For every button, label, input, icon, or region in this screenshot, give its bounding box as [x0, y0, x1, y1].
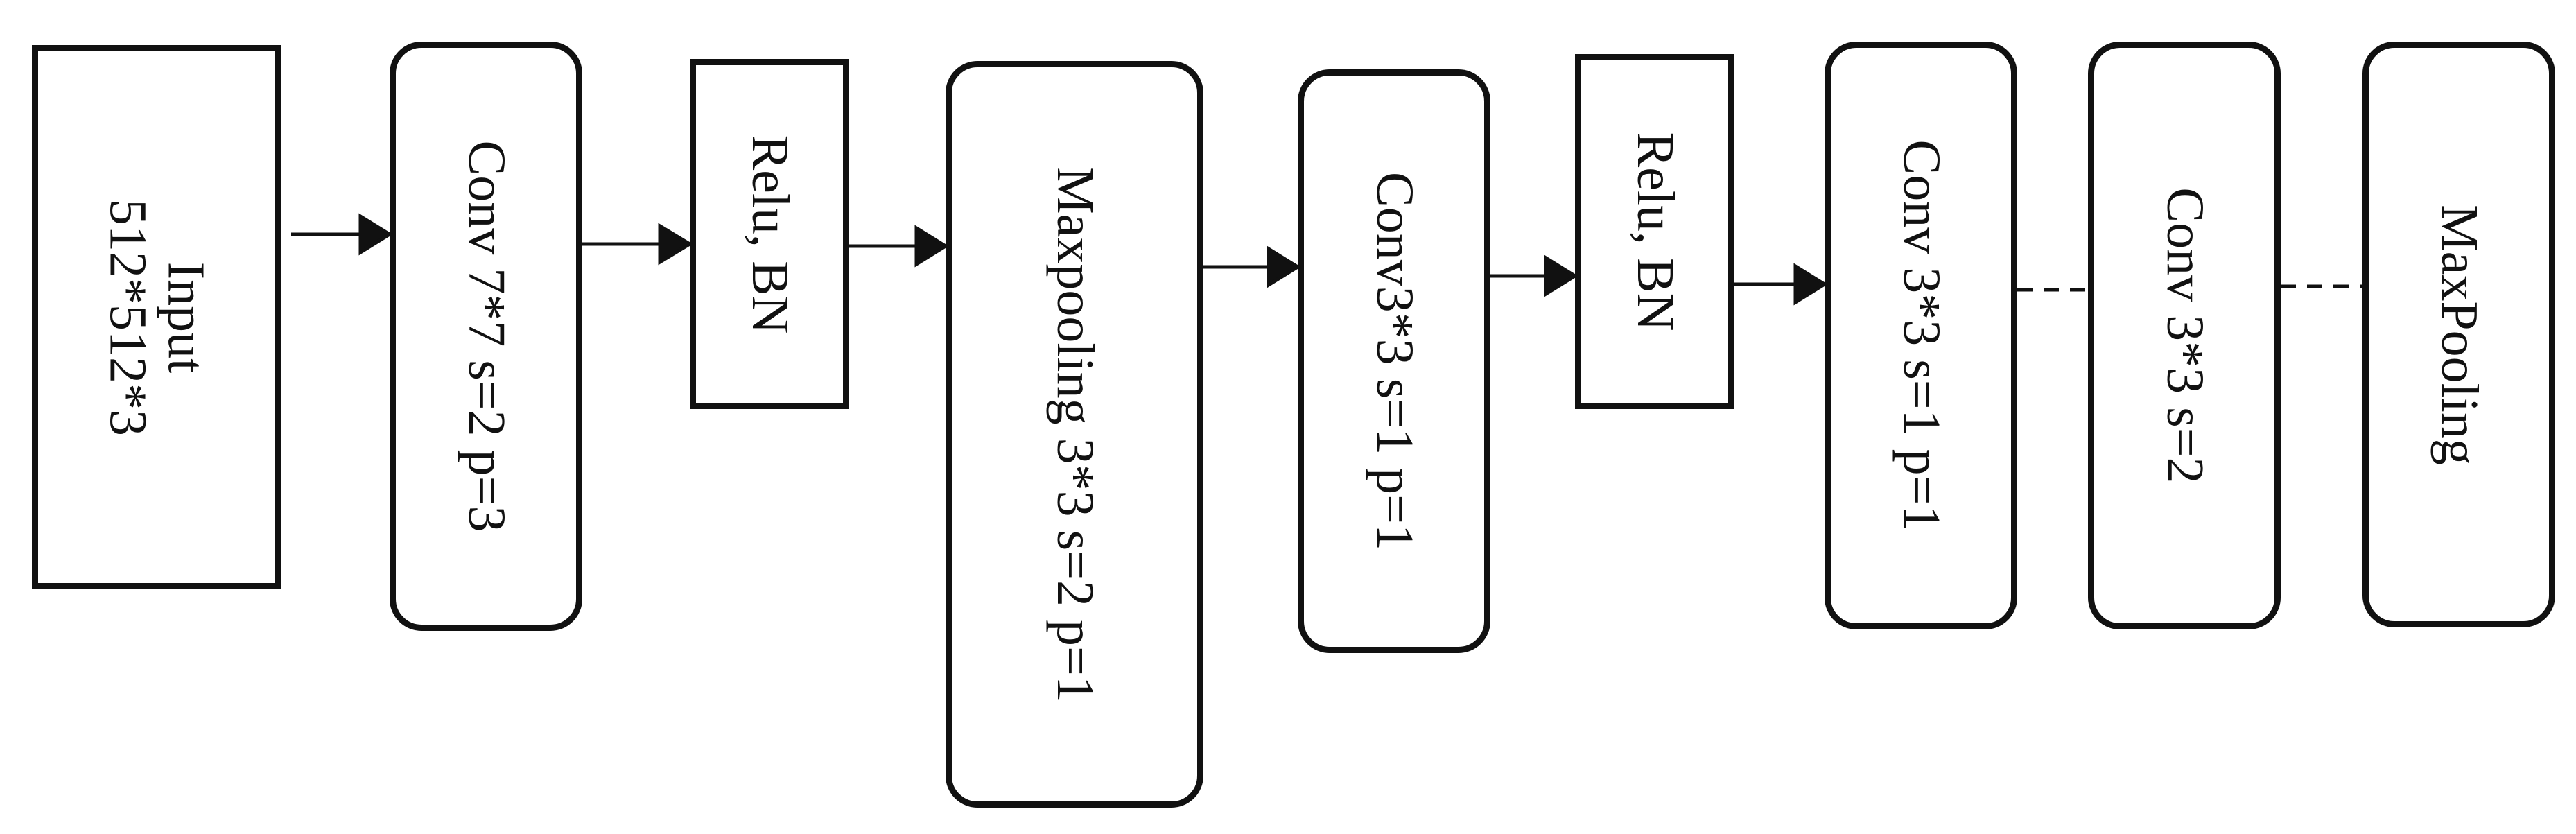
conv3x3-s2-node: Conv 3*3 s=2	[2088, 42, 2281, 629]
maxpooling-node-2: MaxPooling	[2362, 42, 2555, 627]
conv3x3-node-2: Conv 3*3 s=1 p=1	[1825, 42, 2017, 629]
maxpooling-node-1: Maxpooling 3*3 s=2 p=1	[946, 61, 1203, 808]
conv-7x7-node: Conv 7*7 s=2 p=3	[390, 42, 582, 631]
relu-bn-node-1: Relu, BN	[690, 59, 849, 409]
input-node: Input 512*512*3	[32, 45, 281, 589]
conv3x3-node-1: Conv3*3 s=1 p=1	[1298, 69, 1490, 653]
arrow-input-to-conv1	[291, 213, 393, 256]
relu-bn-node-2: Relu, BN	[1575, 54, 1734, 409]
arrow-relu1-to-maxpool1	[849, 225, 949, 268]
arrow-conv2-to-relu2	[1490, 254, 1578, 297]
arrow-maxpool1-to-conv2	[1203, 245, 1301, 288]
arrow-relu2-to-conv3	[1734, 263, 1828, 306]
arrow-conv1-to-relu1	[582, 223, 693, 266]
